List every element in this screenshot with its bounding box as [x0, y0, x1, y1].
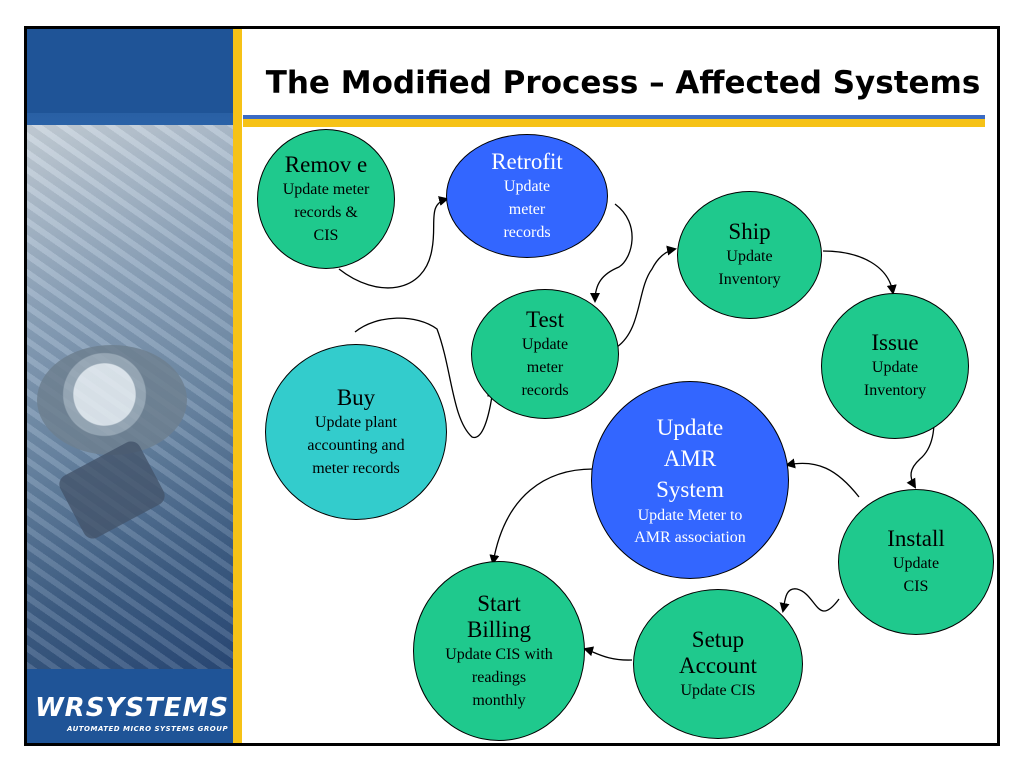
company-logo: WRSYSTEMS AUTOMATED MICRO SYSTEMS GROUP [27, 669, 233, 743]
node-test-subtitle: Update meter records [521, 335, 569, 399]
node-install-title: Install [887, 526, 945, 551]
node-start-billing[interactable]: Start Billing Update CIS with readings m… [413, 561, 585, 741]
title-rule-blue [243, 115, 985, 119]
node-retrofit-title: Retrofit [491, 148, 563, 174]
node-remove-subtitle: Update meter records & CIS [282, 180, 370, 244]
connector-ship-issue [822, 250, 897, 295]
connector-buy-test [354, 317, 497, 439]
node-amr-title: Update AMR System [656, 414, 724, 502]
node-retrofit[interactable]: Retrofit Update meter records [446, 134, 608, 258]
node-ship-subtitle: Update Inventory [718, 248, 781, 288]
node-setup-title: Setup Account [679, 626, 757, 678]
node-amr-subtitle: Update Meter to AMR association [634, 506, 746, 546]
node-install-subtitle: Update CIS [892, 555, 940, 595]
logo-tagline: AUTOMATED MICRO SYSTEMS GROUP [67, 725, 229, 733]
connector-amr-billing [489, 468, 594, 565]
node-billing-subtitle: Update CIS with readings monthly [445, 645, 553, 709]
node-issue[interactable]: Issue Update Inventory [821, 293, 969, 439]
title-rule-yellow [243, 119, 985, 127]
node-remove[interactable]: Remov e Update meter records & CIS [257, 129, 395, 269]
node-ship-title: Ship [728, 219, 771, 244]
node-buy-subtitle: Update plant accounting and meter record… [307, 413, 405, 477]
node-issue-subtitle: Update Inventory [863, 359, 927, 399]
node-retrofit-subtitle: Update meter records [503, 177, 551, 241]
node-test-title: Test [526, 306, 564, 332]
connector-retrofit-test [590, 203, 633, 303]
node-buy-title: Buy [336, 384, 376, 410]
node-setup-account[interactable]: Setup Account Update CIS [633, 589, 803, 739]
sidebar-top-block [27, 29, 233, 113]
connector-install-amr [785, 458, 860, 498]
node-install[interactable]: Install Update CIS [838, 489, 994, 635]
node-issue-title: Issue [871, 330, 919, 355]
node-ship[interactable]: Ship Update Inventory [677, 191, 822, 319]
connector-test-ship [616, 245, 677, 348]
connector-remove-retrofit [338, 196, 449, 289]
node-buy[interactable]: Buy Update plant accounting and meter re… [265, 344, 447, 520]
vertical-accent-bar [233, 29, 242, 743]
connector-install-setup [779, 588, 840, 613]
sidebar-banner: WRSYSTEMS AUTOMATED MICRO SYSTEMS GROUP [27, 29, 233, 743]
node-remove-title: Remov e [284, 151, 368, 177]
slide-frame: WRSYSTEMS AUTOMATED MICRO SYSTEMS GROUP … [24, 26, 1000, 746]
logo-wordmark: WRSYSTEMS [35, 693, 230, 723]
meter-dial-image [37, 345, 187, 455]
page-title: The Modified Process – Affected Systems [265, 65, 981, 101]
node-test[interactable]: Test Update meter records [471, 289, 619, 419]
node-update-amr[interactable]: Update AMR System Update Meter to AMR as… [591, 381, 789, 579]
connector-setup-billing [583, 646, 633, 661]
node-setup-subtitle: Update CIS [680, 681, 756, 699]
node-billing-title: Start Billing [467, 590, 531, 642]
